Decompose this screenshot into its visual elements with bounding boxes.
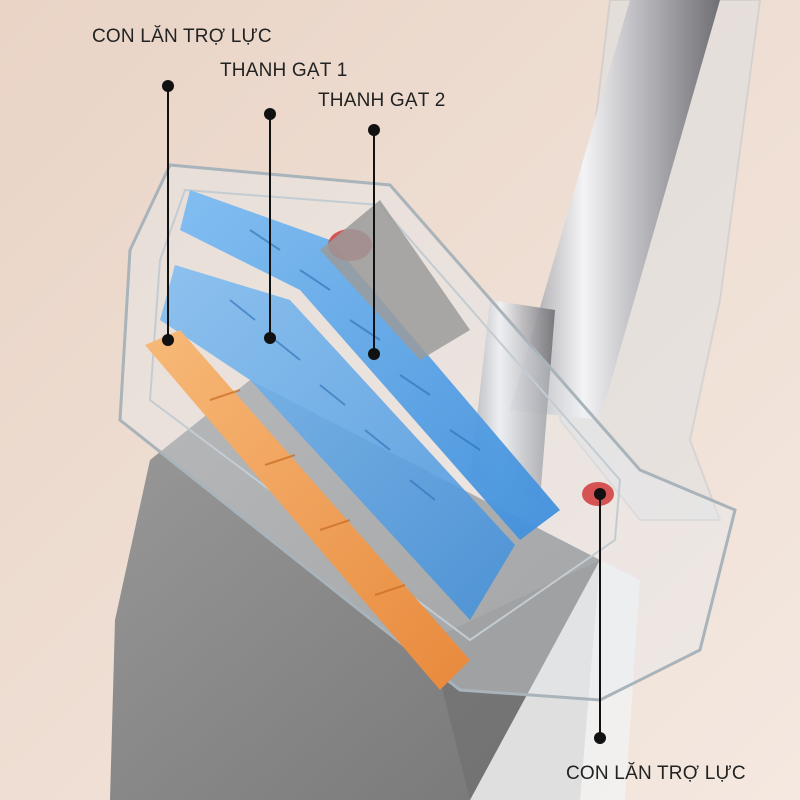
callout-dot-wiper2-start	[368, 124, 380, 136]
orange-roller	[145, 330, 470, 690]
bristles-top	[320, 200, 470, 360]
metal-pole	[510, 0, 720, 420]
callout-dot-roller-bottom-start	[594, 488, 606, 500]
callout-dot-wiper1-start	[264, 108, 276, 120]
label-wiper-2: THANH GẠT 2	[318, 90, 446, 111]
label-roller-top: CON LĂN TRỢ LỰC	[92, 26, 272, 47]
callout-lines	[167, 86, 601, 738]
callout-dot-roller-top-start	[162, 80, 174, 92]
orange-roller-segments	[209, 389, 406, 596]
callout-dot-roller-top-end	[162, 334, 174, 346]
label-wiper-1: THANH GẠT 1	[220, 60, 348, 81]
callout-dot-wiper2-end	[368, 348, 380, 360]
wiper-teeth	[229, 229, 481, 501]
wiper-bar-2	[180, 190, 560, 540]
mop-head-frame-inner	[148, 188, 622, 642]
callout-dot-roller-bottom-end	[594, 732, 606, 744]
label-roller-bottom: CON LĂN TRỢ LỰC	[566, 763, 746, 784]
callout-dot-wiper1-end	[264, 332, 276, 344]
wiper-bar-1	[160, 265, 515, 620]
